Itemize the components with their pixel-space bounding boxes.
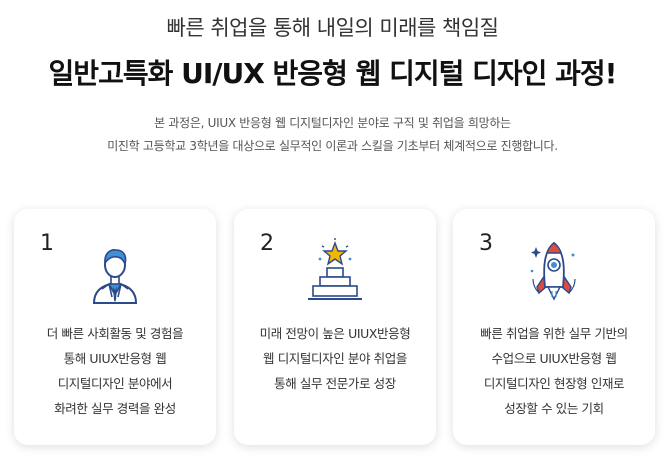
- description-line: 본 과정은, UIUX 반응형 웹 디지털디자인 분야로 구직 및 취업을 희망…: [154, 116, 511, 130]
- card-description: 미래 전망이 높은 UIUX반응형 웹 디지털디자인 분야 취업을 통해 실무 …: [234, 321, 436, 396]
- section-description: 본 과정은, UIUX 반응형 웹 디지털디자인 분야로 구직 및 취업을 희망…: [0, 112, 665, 158]
- feature-card-1: 1 더 빠른 사회활동 및 경험을 통해 UIUX반응형 웹 디지털디자인 분야…: [14, 209, 216, 445]
- description-line: 미진학 고등학교 3학년을 대상으로 실무적인 이론과 스킬을 기초부터 체계적…: [107, 139, 558, 153]
- card-number: 1: [40, 231, 54, 256]
- section-subtitle: 빠른 취업을 통해 내일의 미래를 책임질: [166, 16, 500, 40]
- card-description: 더 빠른 사회활동 및 경험을 통해 UIUX반응형 웹 디지털디자인 분야에서…: [14, 321, 216, 421]
- section-title: 일반고특화 UI/UX 반응형 웹 디지털 디자인 과정!: [48, 57, 618, 90]
- card-line: 디지털디자인 분야에서: [57, 376, 173, 391]
- podium-star-icon: [300, 237, 370, 307]
- card-line: 화려한 실무 경력을 완성: [54, 401, 176, 416]
- feature-card-2: 2 미래 전망이 높은 UIUX반응형 웹 디지털디자인 분야 취업을: [234, 209, 436, 445]
- card-line: 디지털디자인 현장형 인재로: [483, 376, 625, 391]
- card-number: 2: [260, 231, 274, 256]
- card-line: 웹 디지털디자인 분야 취업을: [263, 351, 407, 366]
- card-line: 통해 UIUX반응형 웹: [63, 351, 167, 366]
- businessman-icon: [80, 237, 150, 307]
- card-line: 성장할 수 있는 기회: [504, 401, 604, 416]
- card-description: 빠른 취업을 위한 실무 기반의 수업으로 UIUX반응형 웹 디지털디자인 현…: [453, 321, 655, 421]
- feature-card-3: 3: [453, 209, 655, 445]
- card-line: 더 빠른 사회활동 및 경험을: [46, 326, 184, 341]
- card-line: 통해 실무 전문가로 성장: [274, 376, 396, 391]
- card-number: 3: [479, 231, 493, 256]
- card-line: 빠른 취업을 위한 실무 기반의: [480, 326, 628, 341]
- card-line: 미래 전망이 높은 UIUX반응형: [259, 326, 411, 341]
- card-line: 수업으로 UIUX반응형 웹: [491, 351, 617, 366]
- rocket-icon: [519, 237, 589, 307]
